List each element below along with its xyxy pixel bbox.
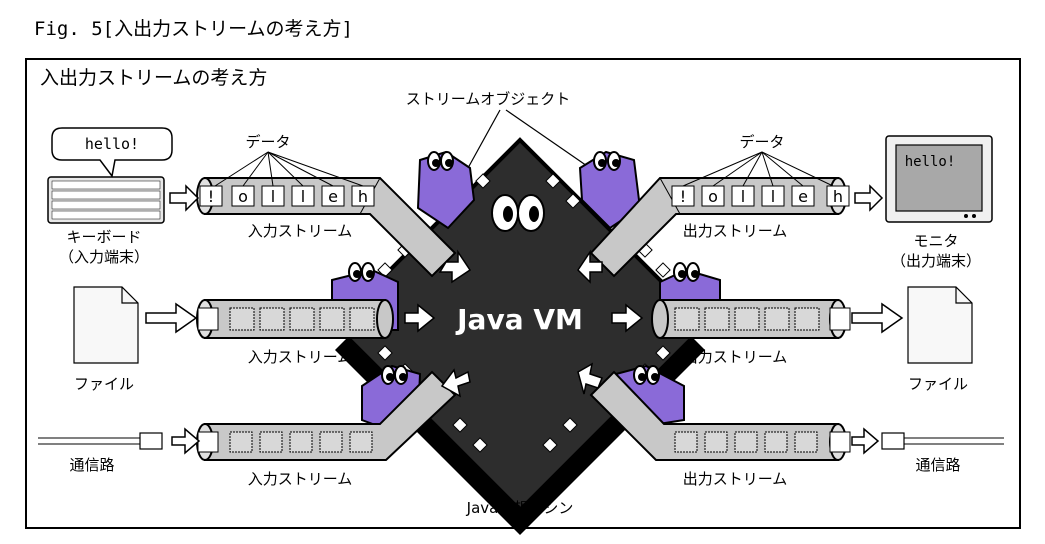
vm-label: Java VM <box>455 303 583 336</box>
arrow-icon <box>438 249 472 284</box>
svg-text:l: l <box>771 187 775 206</box>
arrow-icon <box>577 362 603 395</box>
svg-text:e: e <box>798 187 808 206</box>
svg-text:l: l <box>741 187 745 206</box>
svg-text:l: l <box>271 187 275 206</box>
output-stream-network <box>589 370 851 461</box>
output-stream-label-1: 出力ストリーム <box>683 222 788 240</box>
output-stream-file <box>651 299 851 339</box>
svg-text:!: ! <box>208 187 214 206</box>
output-stream-label-3: 出力ストリーム <box>683 470 788 488</box>
bubble-text: hello! <box>85 135 139 153</box>
file-icon <box>907 286 973 364</box>
stream-object-label: ストリームオブジェクト <box>406 90 571 108</box>
svg-text:e: e <box>328 187 338 206</box>
arrow-icon <box>611 303 644 333</box>
arrow-icon <box>169 184 200 212</box>
input-stream-label-3: 入力ストリーム <box>248 470 353 488</box>
output-chars: ! o l l e h <box>680 187 843 206</box>
svg-text:h: h <box>833 187 843 206</box>
arrow-icon <box>145 302 198 334</box>
svg-text:o: o <box>238 187 248 206</box>
output-stream-monitor <box>589 177 850 278</box>
network-label-left: 通信路 <box>69 456 114 474</box>
arrow-icon <box>440 368 471 398</box>
input-stream-network <box>196 370 457 461</box>
arrow-icon <box>404 303 436 333</box>
svg-text:h: h <box>358 187 368 206</box>
input-stream-label-1: 入力ストリーム <box>248 222 353 240</box>
svg-text:o: o <box>708 187 718 206</box>
cable-left <box>38 432 163 450</box>
svg-text:!: ! <box>680 187 686 206</box>
vm-caption: Java仮想マシン <box>466 499 574 517</box>
input-stream-label-2: 入力ストリーム <box>248 348 353 366</box>
speech-bubble <box>51 127 173 178</box>
data-label-right: データ <box>739 133 784 151</box>
monitor-sublabel: （出力端末） <box>891 252 981 270</box>
keyboard-sublabel: （入力端末） <box>59 248 149 266</box>
svg-text:l: l <box>301 187 305 206</box>
arrow-icon <box>851 427 880 455</box>
arrow-icon <box>171 427 201 455</box>
arrow-icon <box>854 184 884 212</box>
keyboard-label: キーボード <box>66 228 141 246</box>
input-chars: ! o l l e h <box>208 187 368 206</box>
figure-caption: Fig. 5[入出力ストリームの考え方] <box>34 18 353 40</box>
screen-text: hello! <box>905 154 956 170</box>
monitor-label: モニタ <box>913 232 958 250</box>
input-stream-file <box>196 299 394 339</box>
output-stream-label-2: 出力ストリーム <box>683 348 788 366</box>
file-label-left: ファイル <box>74 375 134 393</box>
monitor-icon <box>885 135 993 223</box>
data-label-left: データ <box>245 133 290 151</box>
keyboard-icon <box>47 176 165 224</box>
arrow-icon <box>577 249 603 284</box>
cable-right <box>881 432 1004 450</box>
diagram-title: 入出力ストリームの考え方 <box>40 67 267 89</box>
file-label-right: ファイル <box>908 375 968 393</box>
arrow-icon <box>851 302 904 334</box>
network-label-right: 通信路 <box>915 456 960 474</box>
file-icon <box>73 286 139 364</box>
